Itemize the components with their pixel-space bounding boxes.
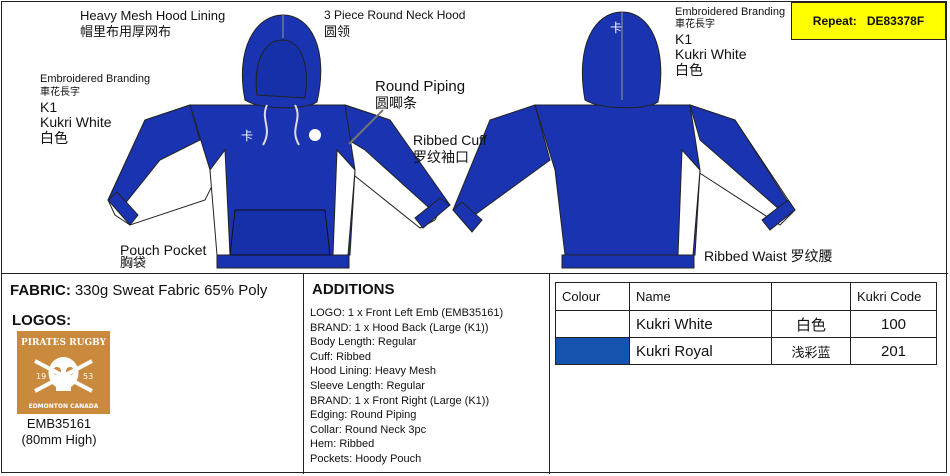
logo-text-top: PIRATES RUGBY [21,338,107,348]
additions-item: BRAND: 1 x Hood Back (Large (K1)) [310,321,489,334]
front-branding-cn2: 白色 [40,130,68,146]
colour-swatch-white [555,310,630,338]
back-hoodie-illustration: 卡 [452,11,796,269]
additions-item: Pockets: Hoody Pouch [310,452,422,465]
pouch-cn: 胸袋 [120,255,147,270]
logo-code: EMB35161 [26,416,92,431]
front-hoodie-illustration: 卡 [107,14,451,269]
table-row: Kukri Royal 浅彩蓝 201 [555,337,937,365]
header-colour: Colour [555,282,630,311]
additions-item: BRAND: 1 x Front Right (Large (K1)) [310,394,490,407]
column-divider [303,273,304,474]
colour-code: 201 [850,337,937,365]
piping-pointer [348,109,384,145]
additions-item: Sleeve Length: Regular [310,379,425,392]
table-row: Kukri White 白色 100 [555,310,937,338]
piping-cn: 圆唧条 [375,95,417,111]
hood-cn: 圆领 [324,24,351,39]
fabric-value: 330g Sweat Fabric 65% Poly [74,282,268,299]
colour-name: Kukri White [629,310,772,338]
front-branding-cn: 車花長字 [40,87,80,98]
colour-swatch-royal [555,337,630,365]
svg-text:卡: 卡 [610,21,622,35]
colour-table: Colour Name Kukri Code Kukri White 白色 10… [555,282,937,365]
back-branding-label: Embroidered Branding [675,6,786,18]
additions-title: ADDITIONS [312,281,395,298]
additions-item: Hem: Ribbed [310,438,375,451]
colour-cn: 浅彩蓝 [771,337,851,365]
svg-text:卡: 卡 [241,129,253,143]
additions-item: Body Length: Regular [310,336,417,349]
logo-caption: EMB35161 (80mm High) [14,416,104,449]
column-divider [549,273,550,474]
logo-year-right: 53 [83,372,93,381]
section-divider [1,273,948,274]
logo-year-left: 19 [36,372,46,381]
colour-table-header: Colour Name Kukri Code [555,282,937,311]
header-code: Kukri Code [850,282,937,311]
front-branding-label: Embroidered Branding [40,73,151,85]
additions-item: Collar: Round Neck 3pc [310,423,427,436]
header-name: Name [629,282,772,311]
hood-lining-label: Heavy Mesh Hood Lining [80,8,226,23]
colour-name: Kukri Royal [629,337,772,365]
additions-list: LOGO: 1 x Front Left Emb (EMB35161) BRAN… [310,306,503,467]
fabric-line: FABRIC:330g Sweat Fabric 65% Poly [10,282,267,299]
additions-item: LOGO: 1 x Front Left Emb (EMB35161) [310,307,504,319]
pirates-rugby-logo: PIRATES RUGBY 19 53 EDMONTON CANADA [17,331,110,414]
header-chinese [771,282,851,311]
cuff-cn: 罗纹袖口 [413,149,469,165]
front-branding-colour: Kukri White [40,114,112,130]
cuff-label: Ribbed Cuff [413,132,487,148]
back-branding-cn2: 白色 [675,62,703,78]
repeat-badge: Repeat: DE83378F [791,2,946,40]
hood-label: 3 Piece Round Neck Hood [324,8,466,22]
waist-label: Ribbed Waist 罗纹腰 [704,248,833,264]
logo-text-bottom: EDMONTON CANADA [29,403,99,410]
piping-label: Round Piping [375,78,466,95]
logos-title: LOGOS: [12,312,72,329]
additions-item: Cuff: Ribbed [310,350,371,363]
logo-size: (80mm High) [21,432,97,448]
back-branding-k1: K1 [675,31,693,47]
front-branding-k1: K1 [40,99,58,115]
repeat-label: Repeat: [812,14,857,28]
additions-item: Hood Lining: Heavy Mesh [310,365,436,378]
colour-code: 100 [850,310,937,338]
fabric-label: FABRIC: [10,282,71,299]
hood-lining-cn: 帽里布用厚网布 [80,24,172,39]
additions-item: Edging: Round Piping [310,409,417,422]
pouch-label: Pouch Pocket [120,242,207,258]
back-branding-colour: Kukri White [675,46,747,62]
colour-cn: 白色 [771,310,851,338]
back-branding-cn: 車花長字 [675,19,715,30]
repeat-code: DE83378F [866,14,925,28]
